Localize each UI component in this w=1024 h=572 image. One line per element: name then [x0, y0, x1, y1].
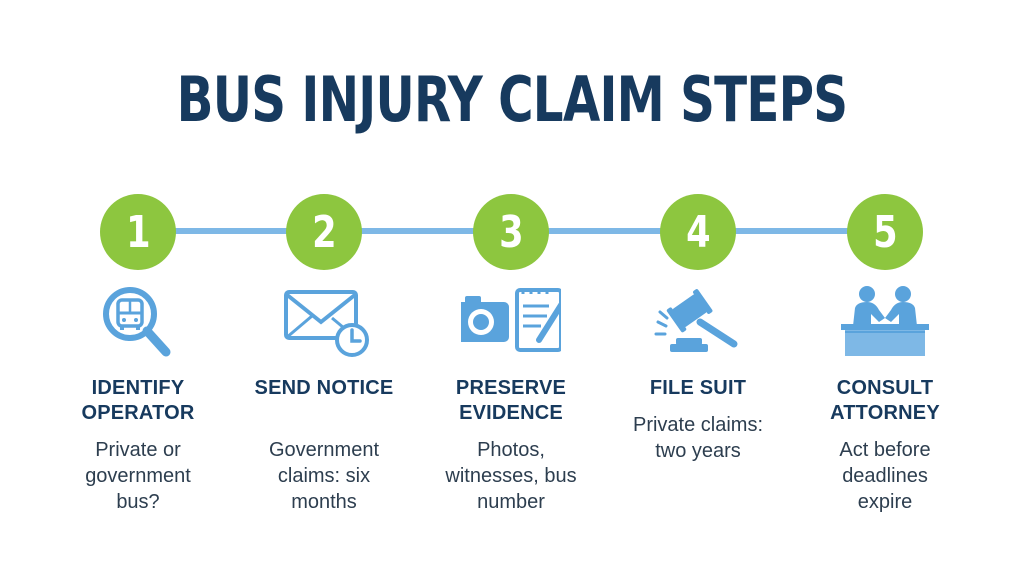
camera-notepad-icon: [453, 282, 566, 362]
bus-magnifier-icon: [88, 282, 188, 362]
step-title: SEND NOTICE: [254, 377, 394, 399]
step-number-badge: 3: [473, 194, 549, 270]
step-description: Photos, witnesses, bus number: [445, 439, 577, 513]
handshake-desk-icon: [835, 282, 935, 362]
gavel-icon: [648, 282, 748, 362]
step-4: 4 FILE SUIT Private claims: two years: [604, 0, 792, 572]
step-description: Act before deadlines expire: [839, 439, 931, 513]
step-number-badge: 4: [660, 194, 736, 270]
step-3: 3 PRESERVE EVIDENCE Photos, witnesses, b…: [417, 0, 605, 572]
step-5: 5 CONSULT ATTORNEY Act before deadlines …: [791, 0, 979, 572]
step-number-badge: 2: [286, 194, 362, 270]
step-2: 2 SEND NOTICE Government claims: six mon…: [230, 0, 418, 572]
step-number-badge: 1: [100, 194, 176, 270]
step-description: Private or government bus?: [85, 439, 191, 513]
page-title: BUS INJURY CLAIM STEPS: [176, 63, 848, 136]
step-description: Government claims: six months: [268, 439, 380, 513]
step-title: PRESERVE EVIDENCE: [455, 377, 567, 424]
step-1: 1 IDENTIFY OPERATOR Private or governmen…: [44, 0, 232, 572]
step-title: FILE SUIT: [649, 377, 747, 399]
envelope-clock-icon: [274, 282, 374, 362]
step-description: Private claims: two years: [632, 414, 764, 462]
step-title: IDENTIFY OPERATOR: [81, 377, 195, 424]
step-number-badge: 5: [847, 194, 923, 270]
step-title: CONSULT ATTORNEY: [830, 377, 940, 424]
